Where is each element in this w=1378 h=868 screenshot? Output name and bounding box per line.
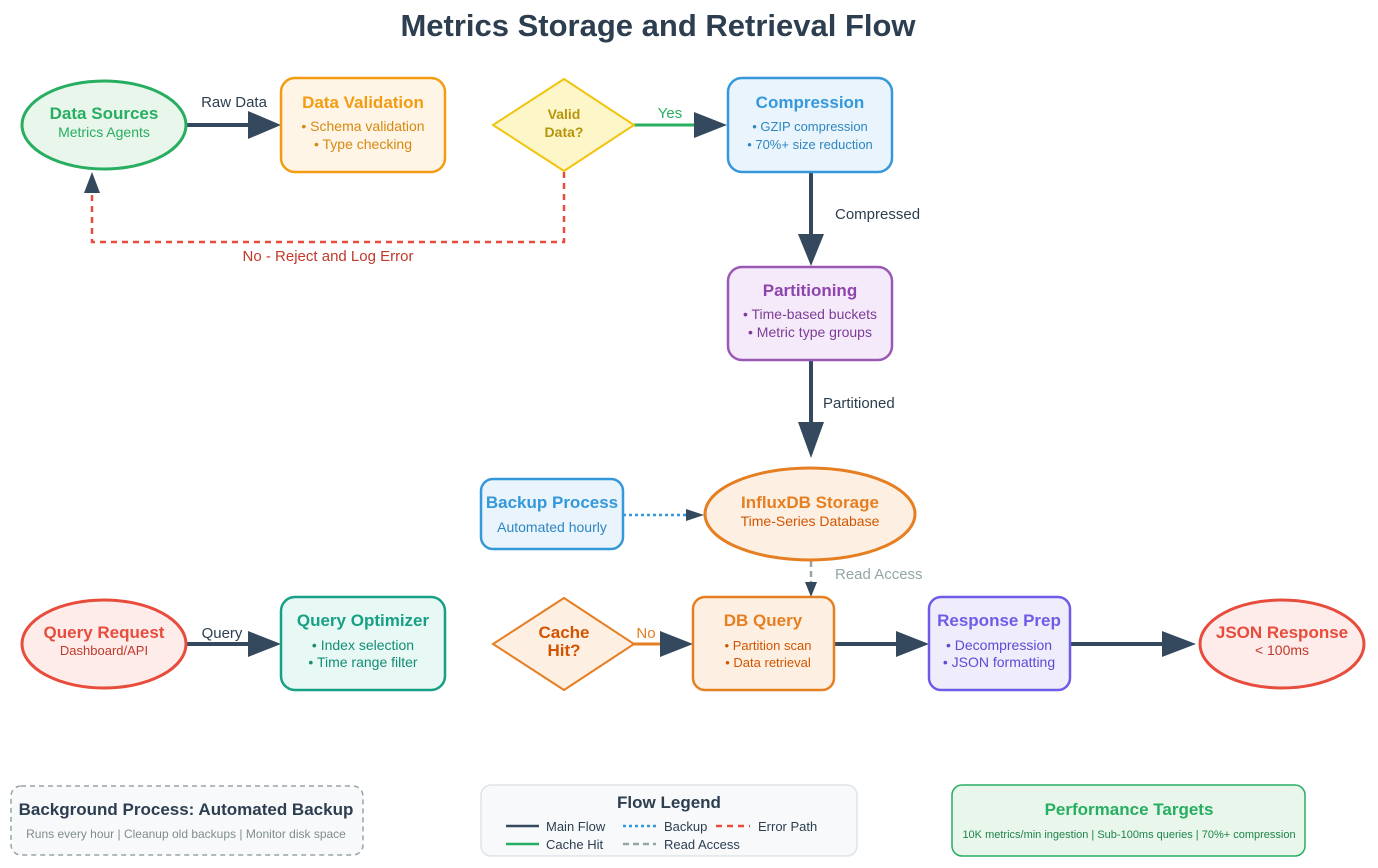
node-query-optimizer-line1: • Index selection (312, 637, 414, 653)
node-data-validation-line2: • Type checking (314, 136, 412, 152)
edge-read-access: Read Access (805, 561, 923, 597)
edge-label-raw-data: Raw Data (201, 94, 268, 111)
node-response-prep: Response Prep • Decompression • JSON for… (927, 595, 1072, 692)
node-query-optimizer-line2: • Time range filter (308, 654, 418, 670)
node-influxdb: InfluxDB Storage Time-Series Database (703, 466, 917, 562)
node-partitioning-line1: • Time-based buckets (743, 306, 877, 322)
edge-yes: Yes (634, 105, 727, 138)
node-valid-data: Valid Data? (491, 77, 636, 173)
node-cache-hit-line2: Hit? (547, 641, 580, 660)
node-db-query-title: DB Query (724, 611, 803, 630)
performance-targets-title: Performance Targets (1045, 800, 1214, 819)
node-data-validation: Data Validation • Schema validation • Ty… (279, 76, 447, 174)
node-query-request: Query Request Dashboard/API (20, 598, 188, 690)
node-db-query: DB Query • Partition scan • Data retriev… (691, 595, 836, 692)
legend-item-read-access: Read Access (623, 837, 740, 852)
edge-raw-data: Raw Data (187, 94, 281, 139)
node-backup-title: Backup Process (486, 493, 618, 512)
node-json-response-title: JSON Response (1216, 623, 1348, 642)
node-data-sources: Data Sources Metrics Agents (20, 79, 188, 171)
edge-label-compressed: Compressed (835, 206, 920, 223)
node-query-optimizer: Query Optimizer • Index selection • Time… (279, 595, 447, 692)
node-valid-data-line1: Valid (548, 106, 581, 122)
node-backup-sub: Automated hourly (497, 519, 607, 535)
node-compression-line2: • 70%+ size reduction (747, 137, 873, 152)
edge-query: Query (187, 625, 281, 657)
node-backup: Backup Process Automated hourly (479, 477, 625, 551)
node-partitioning-line2: • Metric type groups (748, 324, 872, 340)
legend-item-backup: Backup (623, 819, 707, 834)
node-cache-hit-line1: Cache (538, 623, 589, 642)
node-json-response: JSON Response < 100ms (1198, 598, 1366, 690)
node-valid-data-line2: Data? (545, 124, 584, 140)
legend-item-error-path: Error Path (716, 819, 817, 834)
node-response-prep-line2: • JSON formatting (943, 654, 1055, 670)
edge-label-no: No (636, 625, 655, 642)
node-db-query-line1: • Partition scan (725, 638, 812, 653)
legend-label-read-access: Read Access (664, 837, 740, 852)
node-query-optimizer-title: Query Optimizer (297, 611, 430, 630)
legend-label-cache-hit: Cache Hit (546, 837, 603, 852)
node-compression-line1: • GZIP compression (752, 119, 868, 134)
edge-partitioned: Partitioned (798, 360, 895, 458)
edge-label-query: Query (202, 625, 243, 642)
edge-backup (623, 509, 704, 521)
node-query-request-title: Query Request (44, 623, 165, 642)
flow-legend: Flow Legend Main Flow Backup Error Path … (480, 784, 858, 857)
node-db-query-line2: • Data retrieval (725, 655, 811, 670)
node-response-prep-line1: • Decompression (946, 637, 1052, 653)
performance-targets-box: Performance Targets 10K metrics/min inge… (951, 784, 1306, 857)
legend-item-main-flow: Main Flow (506, 819, 606, 834)
performance-targets-text: 10K metrics/min ingestion | Sub-100ms qu… (962, 829, 1295, 841)
node-query-request-sub: Dashboard/API (60, 643, 148, 658)
node-influxdb-sub: Time-Series Database (741, 513, 880, 529)
node-data-validation-title: Data Validation (302, 93, 424, 112)
edge-label-partitioned: Partitioned (823, 395, 895, 412)
edge-db-to-response (834, 631, 929, 657)
node-data-sources-sub: Metrics Agents (58, 124, 150, 140)
legend-title: Flow Legend (617, 793, 721, 812)
legend-item-cache-hit: Cache Hit (506, 837, 603, 852)
legend-label-main-flow: Main Flow (546, 819, 606, 834)
node-cache-hit: Cache Hit? (491, 596, 636, 692)
node-compression-title: Compression (756, 93, 865, 112)
node-influxdb-title: InfluxDB Storage (741, 493, 879, 512)
background-process-text: Runs every hour | Cleanup old backups | … (26, 827, 346, 841)
edge-no: No (634, 625, 693, 657)
node-response-prep-title: Response Prep (937, 611, 1061, 630)
background-process-box: Background Process: Automated Backup Run… (10, 785, 364, 856)
edge-label-read-access: Read Access (835, 566, 923, 583)
legend-label-backup: Backup (664, 819, 707, 834)
node-partitioning: Partitioning • Time-based buckets • Metr… (726, 265, 894, 362)
edge-label-yes: Yes (658, 105, 682, 122)
edge-compressed: Compressed (798, 173, 920, 266)
diagram-title: Metrics Storage and Retrieval Flow (400, 8, 916, 43)
node-data-sources-title: Data Sources (50, 104, 159, 123)
node-json-response-sub: < 100ms (1255, 642, 1309, 658)
legend-label-error-path: Error Path (758, 819, 817, 834)
node-partitioning-title: Partitioning (763, 281, 857, 300)
edge-response-to-json (1070, 631, 1196, 657)
node-data-validation-line1: • Schema validation (301, 118, 424, 134)
node-compression: Compression • GZIP compression • 70%+ si… (726, 76, 894, 174)
edge-label-reject: No - Reject and Log Error (243, 248, 414, 265)
background-process-title: Background Process: Automated Backup (19, 800, 354, 819)
edge-reject: No - Reject and Log Error (84, 172, 566, 265)
